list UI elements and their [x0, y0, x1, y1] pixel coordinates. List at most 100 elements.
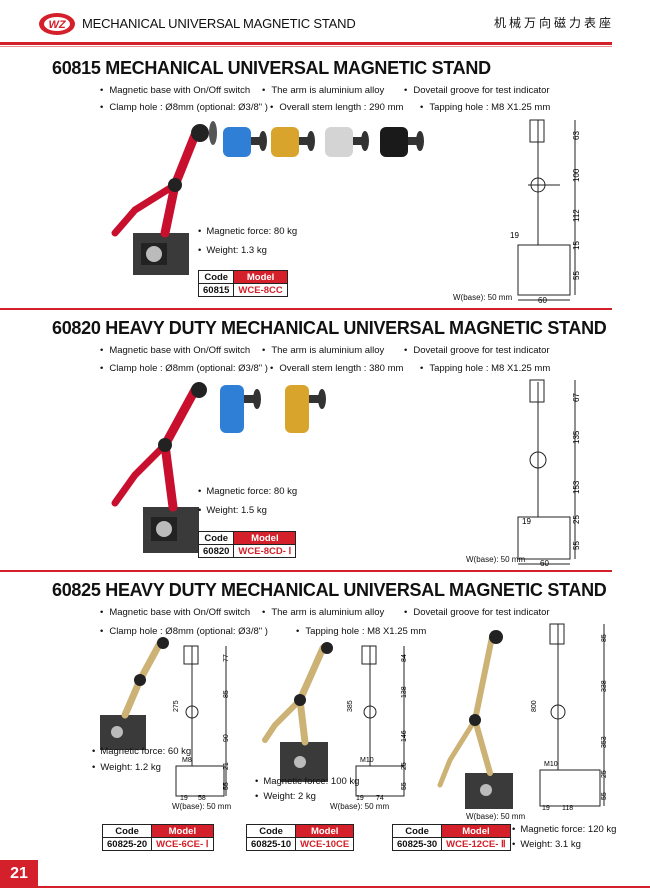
- base-width-note: W(base): 50 mm: [330, 802, 390, 811]
- base-width-note: W(base): 50 mm: [466, 555, 526, 564]
- base-width-note: W(base): 50 mm: [466, 812, 526, 821]
- svg-text:WZ: WZ: [48, 19, 66, 31]
- feature-item: Dovetail groove for test indicator: [404, 85, 549, 96]
- page-number: 21: [0, 860, 38, 888]
- svg-text:800: 800: [531, 700, 538, 712]
- svg-text:138: 138: [401, 686, 408, 698]
- svg-text:385: 385: [347, 700, 354, 712]
- svg-text:118: 118: [562, 805, 573, 810]
- model-value: WCE-8CD- Ⅰ: [233, 544, 297, 558]
- svg-text:146: 146: [401, 730, 408, 742]
- svg-text:60: 60: [540, 559, 549, 567]
- header-rule: [0, 42, 612, 45]
- code-value: 60825-30: [391, 837, 443, 851]
- arm-variant-black: [380, 127, 424, 157]
- feature-item: Dovetail groove for test indicator: [404, 607, 549, 618]
- svg-text:25: 25: [572, 515, 581, 524]
- feature-item: Dovetail groove for test indicator: [404, 345, 549, 356]
- model-header: Model: [233, 270, 288, 284]
- svg-text:60: 60: [538, 296, 547, 305]
- spec-magnetic-force: Magnetic force: 80 kg: [198, 226, 297, 237]
- product-image-60815: [111, 121, 424, 275]
- model-value: WCE-10CE: [295, 837, 355, 851]
- svg-text:M10: M10: [360, 757, 374, 764]
- svg-text:19: 19: [356, 795, 364, 802]
- page-header-title: MECHANICAL UNIVERSAL MAGNETIC STAND: [82, 16, 356, 31]
- svg-text:21: 21: [223, 762, 230, 770]
- model-value: WCE-6CE- Ⅰ: [151, 837, 214, 851]
- arm-variant-gold: [285, 385, 326, 433]
- page-header-title-cn: 机械万向磁力表座: [493, 16, 614, 30]
- feature-item: Tapping hole : M8 X1.25 mm: [420, 363, 550, 374]
- svg-text:58: 58: [198, 795, 206, 802]
- model-header: Model: [441, 824, 511, 838]
- product-image-60825-20: [100, 637, 169, 750]
- feature-item: Clamp hole : Ø8mm (optional: Ø3/8" ): [100, 626, 268, 637]
- arm-variant-blue: [223, 127, 267, 157]
- svg-text:84: 84: [401, 654, 408, 662]
- spec-magnetic-force: Magnetic force: 100 kg: [255, 776, 359, 787]
- code-header: Code: [245, 824, 297, 838]
- svg-text:353: 353: [601, 736, 608, 748]
- svg-text:19: 19: [180, 795, 188, 802]
- code-header: Code: [197, 531, 235, 545]
- feature-item: Magnetic base with On/Off switch: [100, 345, 250, 356]
- footer-rule: [38, 886, 650, 888]
- base-width-note: W(base): 50 mm: [453, 293, 513, 302]
- svg-text:112: 112: [572, 209, 581, 222]
- svg-text:275: 275: [173, 700, 180, 712]
- code-header: Code: [101, 824, 153, 838]
- svg-text:19: 19: [510, 231, 519, 240]
- svg-text:55: 55: [572, 271, 581, 280]
- arm-variant-gold: [271, 127, 315, 157]
- svg-text:19: 19: [542, 805, 550, 810]
- base-width-note: W(base): 50 mm: [172, 802, 232, 811]
- model-value: WCE-12CE- Ⅱ: [441, 837, 511, 851]
- code-header: Code: [197, 270, 235, 284]
- feature-item: Magnetic base with On/Off switch: [100, 607, 250, 618]
- code-value: 60825-10: [245, 837, 297, 851]
- svg-text:90: 90: [223, 734, 230, 742]
- dimension-drawing-60815: 63 100 112 15 55 19 60: [510, 119, 581, 305]
- spec-magnetic-force: Magnetic force: 80 kg: [198, 486, 297, 497]
- dimension-drawing-60825-30: 85 338 353 800 25 55 19 118 M10: [531, 623, 608, 810]
- model-header: Model: [295, 824, 355, 838]
- code-value: 60825-20: [101, 837, 153, 851]
- svg-text:55: 55: [401, 782, 408, 790]
- product-image-60825-30: [437, 630, 513, 809]
- code-header: Code: [391, 824, 443, 838]
- svg-text:25: 25: [601, 770, 608, 778]
- svg-text:M8: M8: [182, 757, 192, 764]
- feature-item: The arm is aluminium alloy: [262, 345, 384, 356]
- arm-variant-blue: [220, 385, 261, 433]
- arm-variant-silver: [325, 127, 369, 157]
- model-header: Model: [233, 531, 297, 545]
- spec-magnetic-force: Magnetic force: 120 kg: [512, 824, 616, 835]
- section-divider: [0, 308, 612, 310]
- dimension-drawing-60825-10: 84 138 146 385 25 55 19 74 M10: [347, 645, 408, 802]
- section-title-60815: 60815 MECHANICAL UNIVERSAL MAGNETIC STAN…: [52, 58, 491, 78]
- svg-text:67: 67: [572, 393, 581, 402]
- header-rule-thin: [0, 46, 612, 47]
- svg-text:55: 55: [223, 782, 230, 790]
- svg-text:63: 63: [572, 131, 581, 140]
- feature-item: The arm is aluminium alloy: [262, 607, 384, 618]
- feature-item: Tapping hole : M8 X1.25 mm: [296, 626, 426, 637]
- feature-item: Tapping hole : M8 X1.25 mm: [420, 102, 550, 113]
- svg-text:19: 19: [522, 517, 531, 526]
- svg-text:85: 85: [601, 634, 608, 642]
- svg-text:15: 15: [572, 241, 581, 250]
- code-value: 60820: [197, 544, 235, 558]
- feature-item: Clamp hole : Ø8mm (optional: Ø3/8" ): [100, 102, 268, 113]
- spec-magnetic-force: Magnetic force: 60 kg: [92, 746, 191, 757]
- feature-item: Overall stem length : 290 mm: [270, 102, 403, 113]
- feature-item: Magnetic base with On/Off switch: [100, 85, 250, 96]
- spec-weight: Weight: 2 kg: [255, 791, 316, 802]
- svg-text:77: 77: [223, 654, 230, 662]
- svg-text:M10: M10: [544, 761, 558, 768]
